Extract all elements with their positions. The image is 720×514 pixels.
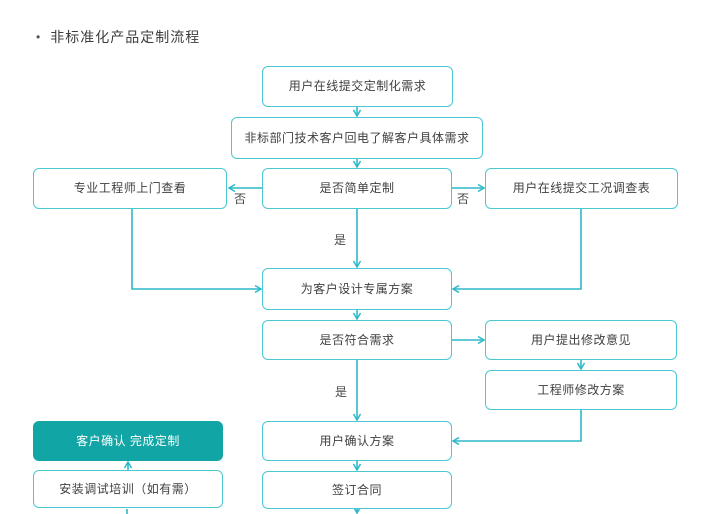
- node-label: 签订合同: [331, 482, 382, 497]
- node-label: 非标部门技术客户回电了解客户具体需求: [244, 130, 470, 145]
- node-label: 专业工程师上门查看: [73, 181, 187, 196]
- flow-node-install: 安装调试培训（如有需）: [33, 470, 223, 508]
- edge-label-yes-2: 是: [334, 385, 348, 399]
- node-label: 客户确认 完成定制: [76, 433, 180, 448]
- flow-node-feedback: 用户提出修改意见: [485, 320, 677, 360]
- flow-node-engineer: 专业工程师上门查看: [33, 168, 227, 209]
- flow-node-fit: 是否符合需求: [262, 320, 452, 360]
- bullet-icon: •: [36, 30, 42, 44]
- edge-modify-confirm: [451, 410, 582, 446]
- node-label: 是否简单定制: [319, 181, 395, 196]
- edge-engineer-design: [131, 209, 263, 294]
- flow-node-done: 客户确认 完成定制: [33, 421, 223, 461]
- flow-node-callback: 非标部门技术客户回电了解客户具体需求: [231, 117, 483, 159]
- flow-node-design: 为客户设计专属方案: [262, 268, 452, 310]
- flow-node-simple: 是否简单定制: [262, 168, 452, 209]
- node-label: 用户确认方案: [319, 433, 395, 448]
- edge-survey-design: [451, 209, 582, 294]
- flow-node-modify: 工程师修改方案: [485, 370, 677, 410]
- edge-label-no-right: 否: [456, 192, 470, 206]
- node-label: 为客户设计专属方案: [300, 281, 414, 296]
- node-label: 工程师修改方案: [537, 382, 625, 397]
- page-title-text: 非标准化产品定制流程: [50, 29, 201, 45]
- edge-label-no-left: 否: [233, 192, 247, 206]
- node-label: 安装调试培训（如有需）: [59, 481, 197, 496]
- page-title: • 非标准化产品定制流程: [36, 27, 200, 47]
- node-label: 是否符合需求: [319, 332, 395, 347]
- node-label: 用户在线提交定制化需求: [288, 79, 427, 94]
- edge-label-yes-1: 是: [333, 233, 347, 247]
- flow-node-submit: 用户在线提交定制化需求: [262, 66, 453, 107]
- flow-node-confirm: 用户确认方案: [262, 421, 452, 461]
- node-label: 用户提出修改意见: [530, 332, 631, 347]
- node-label: 用户在线提交工况调查表: [512, 181, 651, 196]
- flow-node-survey: 用户在线提交工况调查表: [485, 168, 678, 209]
- flow-node-contract: 签订合同: [262, 471, 452, 509]
